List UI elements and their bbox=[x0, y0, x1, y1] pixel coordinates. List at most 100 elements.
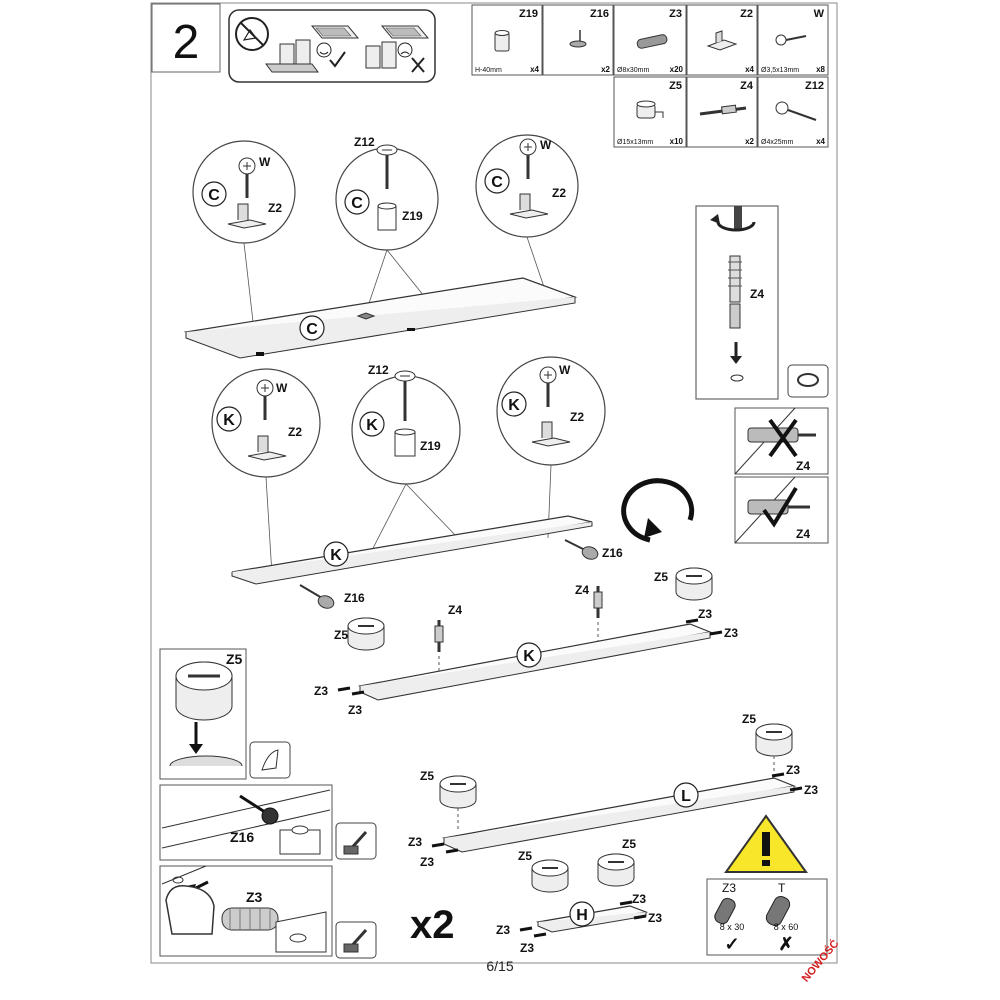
parts-table: Z19 H-40mm x4 Z16 x2 Z3 Ø8x30mm x20 Z2 x… bbox=[471, 4, 829, 148]
z5-cam-l-left: Z5 bbox=[420, 769, 477, 832]
handling-instruction-box bbox=[228, 9, 436, 83]
svg-text:W: W bbox=[259, 155, 271, 169]
hand-icon bbox=[165, 885, 215, 935]
board-k-top: K bbox=[231, 515, 593, 585]
svg-text:Z3: Z3 bbox=[786, 763, 800, 777]
svg-text:Z5: Z5 bbox=[518, 849, 532, 863]
svg-text:Z5: Z5 bbox=[669, 80, 682, 92]
svg-text:Z4: Z4 bbox=[740, 80, 754, 92]
z16-glide-insert-panel: Z16 bbox=[159, 784, 333, 861]
svg-text:Z5: Z5 bbox=[334, 628, 348, 642]
detail-circle-c-center: C Z12 Z19 bbox=[335, 135, 439, 251]
part-cell-z4: Z4 x2 bbox=[686, 76, 758, 148]
svg-text:H: H bbox=[576, 907, 588, 924]
board-l: L Z5 Z5 Z3 Z3 Z3 Z3 bbox=[408, 712, 818, 869]
svg-text:K: K bbox=[223, 412, 235, 429]
svg-text:H-40mm: H-40mm bbox=[475, 67, 502, 74]
z2-bracket-icon bbox=[509, 209, 549, 219]
part-cell-z19: Z19 H-40mm x4 bbox=[471, 4, 543, 76]
carpet-mat-icon bbox=[310, 25, 430, 39]
check-icon bbox=[762, 486, 798, 528]
part-cell-z5: Z5 Ø15x13mm x10 bbox=[613, 76, 687, 148]
z4-correct-orientation: Z4 bbox=[734, 476, 829, 544]
svg-text:Z4: Z4 bbox=[796, 459, 810, 473]
svg-text:Z2: Z2 bbox=[268, 201, 282, 215]
svg-text:Z5: Z5 bbox=[654, 570, 668, 584]
svg-text:K: K bbox=[330, 547, 342, 564]
svg-text:Z3: Z3 bbox=[632, 892, 646, 906]
rotate-arrow-icon bbox=[716, 221, 756, 232]
svg-text:K: K bbox=[523, 648, 535, 665]
board-c: C bbox=[183, 277, 578, 359]
svg-text:Z2: Z2 bbox=[552, 186, 566, 200]
svg-text:x2: x2 bbox=[601, 65, 610, 74]
z2-bracket-icon bbox=[227, 219, 267, 229]
boards-on-carpet-icon bbox=[265, 39, 319, 73]
svg-text:Z3: Z3 bbox=[804, 783, 818, 797]
happy-face-icon bbox=[316, 42, 332, 58]
svg-text:C: C bbox=[491, 174, 503, 191]
part-cell-z12: Z12 Ø4x25mm x4 bbox=[757, 76, 829, 148]
svg-text:C: C bbox=[306, 321, 318, 338]
z5-cam-insert-panel: Z5 bbox=[159, 648, 247, 780]
down-arrow-icon bbox=[730, 356, 742, 364]
svg-text:Z16: Z16 bbox=[590, 8, 609, 20]
part-cell-z2: Z2 x4 bbox=[686, 4, 758, 76]
z16-glide-icon bbox=[569, 40, 587, 48]
svg-text:Z16: Z16 bbox=[602, 546, 623, 560]
svg-text:Z3: Z3 bbox=[496, 923, 510, 937]
svg-text:x2: x2 bbox=[745, 137, 754, 146]
svg-text:Z5: Z5 bbox=[420, 769, 434, 783]
svg-text:Z4: Z4 bbox=[575, 583, 589, 597]
z16-glide-left: Z16 bbox=[299, 584, 365, 609]
cross-icon bbox=[411, 57, 425, 73]
svg-text:Z2: Z2 bbox=[740, 8, 753, 20]
svg-text:Z3: Z3 bbox=[724, 626, 738, 640]
part-cell-z3: Z3 Ø8x30mm x20 bbox=[613, 4, 687, 76]
svg-text:Ø3,5x13mm: Ø3,5x13mm bbox=[761, 67, 799, 74]
svg-text:Ø4x25mm: Ø4x25mm bbox=[761, 139, 793, 146]
z5-cam-h-right: Z5 bbox=[597, 837, 636, 887]
hand-press-icon bbox=[249, 741, 291, 779]
tighten-tool-icon bbox=[787, 364, 829, 398]
svg-text:K: K bbox=[508, 397, 520, 414]
svg-text:Z3: Z3 bbox=[420, 855, 434, 869]
sad-face-icon bbox=[397, 42, 413, 58]
svg-text:Z3: Z3 bbox=[246, 889, 263, 905]
step-number-box: 2 bbox=[151, 3, 221, 73]
svg-text:8 x 30: 8 x 30 bbox=[720, 922, 745, 932]
svg-text:Z5: Z5 bbox=[742, 712, 756, 726]
svg-text:L: L bbox=[681, 788, 691, 805]
svg-text:K: K bbox=[366, 417, 378, 434]
z2-bracket-icon bbox=[531, 437, 571, 447]
svg-text:Ø8x30mm: Ø8x30mm bbox=[617, 67, 649, 74]
detail-circle-k-right: K W Z2 bbox=[496, 356, 606, 466]
board-h: H Z5 Z5 Z3 Z3 Z3 Z3 bbox=[496, 837, 662, 955]
part-cell-w: W Ø3,5x13mm x8 bbox=[757, 4, 829, 76]
svg-text:C: C bbox=[351, 195, 363, 212]
svg-text:W: W bbox=[276, 381, 288, 395]
cross-icon bbox=[768, 418, 798, 458]
z3-dowels-k: Z3 Z3 Z3 Z3 bbox=[314, 607, 738, 717]
svg-text:Z5: Z5 bbox=[226, 651, 243, 667]
flip-board-arrow-icon bbox=[621, 478, 695, 543]
svg-text:Z16: Z16 bbox=[230, 829, 254, 845]
svg-text:W: W bbox=[814, 8, 825, 20]
svg-text:Z2: Z2 bbox=[570, 410, 584, 424]
svg-text:Z12: Z12 bbox=[805, 80, 824, 92]
svg-text:x4: x4 bbox=[530, 65, 539, 74]
z3-dowels-l: Z3 Z3 Z3 Z3 bbox=[408, 763, 818, 869]
svg-text:Z3: Z3 bbox=[698, 607, 712, 621]
z3-dowel-insert-panel: Z3 bbox=[159, 865, 333, 957]
check-icon bbox=[329, 51, 346, 68]
page-frame bbox=[150, 2, 838, 964]
svg-text:Z3: Z3 bbox=[669, 8, 682, 20]
svg-text:x10: x10 bbox=[670, 137, 684, 146]
svg-text:Z2: Z2 bbox=[288, 425, 302, 439]
boards-on-floor-icon bbox=[365, 41, 397, 69]
check-icon: ✓ bbox=[724, 934, 739, 954]
svg-text:Z3: Z3 bbox=[348, 703, 362, 717]
z5-cam-l-right: Z5 bbox=[742, 712, 793, 776]
z4-install-detail: Z4 bbox=[695, 205, 779, 400]
